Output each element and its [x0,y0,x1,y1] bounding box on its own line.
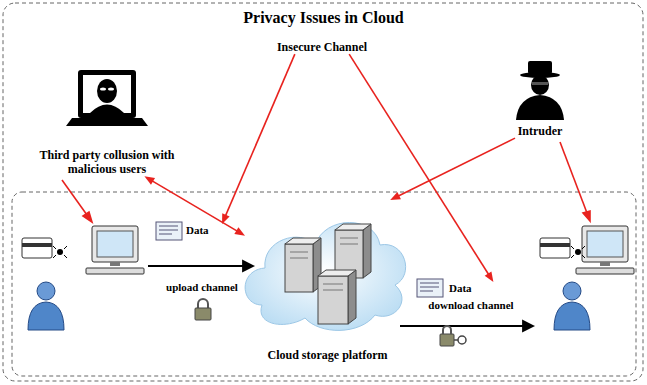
node-label: Cloud storage platform [245,348,410,362]
arrow-line [349,54,489,275]
diagram-title: Privacy Issues in Cloud [0,9,647,28]
attack-arrow [390,138,515,200]
hacker-laptop-icon [66,70,148,126]
cloud-servers [245,223,406,331]
channel-group: Data download channel [415,282,527,312]
node-label: Data [186,224,252,237]
threat-group: Third party collusion with malicious use… [22,68,192,176]
attack-arrow [222,54,295,224]
channel-arrow [148,261,533,331]
node-label: Insecure Channel [274,40,371,54]
right-user-computer [540,226,634,330]
arrow-line [225,54,295,216]
arrow-line [397,138,515,196]
arrow-head [144,176,155,185]
channel-label: Insecure Channel [274,40,371,54]
arrow-head [485,271,494,282]
arrow-head [390,192,401,200]
outer-frame [3,3,643,381]
cloud-platform: Cloud storage platform [245,200,410,362]
arrow-line [151,180,238,231]
node-label: Intruder [490,124,590,138]
attack-arrow [349,54,493,282]
node-label: download channel [415,299,527,312]
node-label: Third party collusion with malicious use… [22,148,192,176]
arrow-head [234,227,245,236]
node-label: Data [449,282,527,295]
key-icon [440,326,466,346]
platform-frame [12,192,636,376]
padlock-icon [195,299,211,320]
left-user-computer [22,226,144,330]
threat-group: Intruder [490,58,590,138]
channel-group: Data upload channel [152,224,252,294]
node-label: upload channel [152,281,252,294]
intruder-figure [516,61,564,120]
